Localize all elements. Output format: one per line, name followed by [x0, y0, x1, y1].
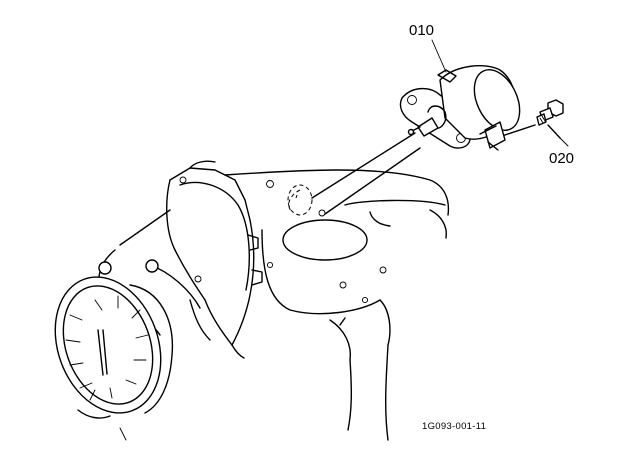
callout-010: 010: [409, 22, 434, 39]
engine-block: [224, 169, 450, 441]
leader-lines: [431, 39, 569, 147]
leader-010: [431, 39, 447, 73]
part-020-bolt: [536, 99, 564, 139]
front-pulley: [54, 276, 174, 441]
figure-reference: 1G093-001-11: [422, 421, 486, 432]
callout-020: 020: [549, 150, 574, 167]
part-010-solenoid: [399, 65, 521, 151]
leader-020: [559, 137, 569, 147]
